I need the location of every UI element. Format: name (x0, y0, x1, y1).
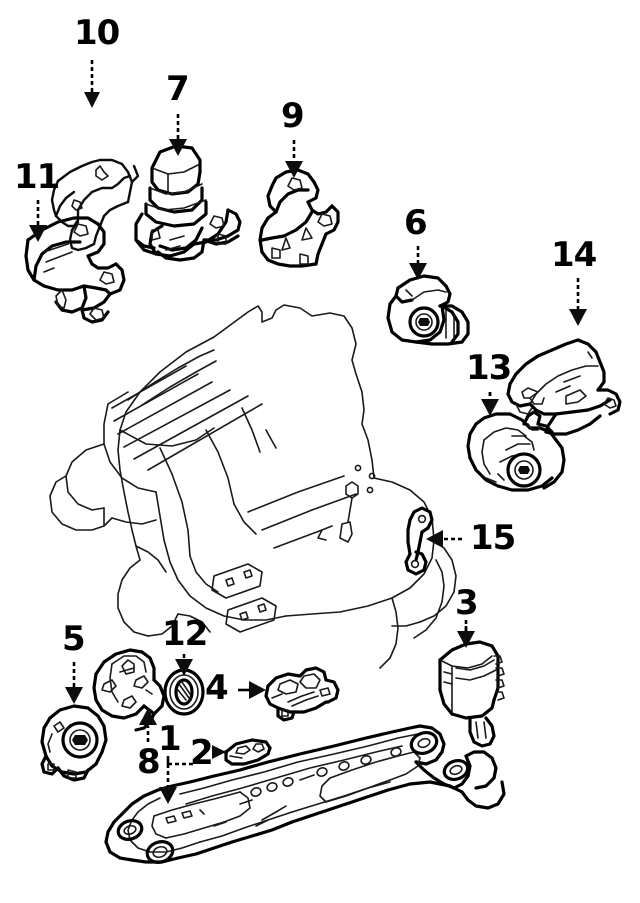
callout-label-13[interactable]: 13 (466, 348, 512, 388)
callout-label-14[interactable]: 14 (551, 235, 597, 275)
part-left-support-bracket (92, 648, 166, 732)
callout-label-4[interactable]: 4 (205, 668, 229, 708)
part-transmission-side-bracket (24, 216, 126, 324)
part-engine-subframe-crossmember (104, 724, 506, 864)
part-upper-engine-insulator-assembly (134, 144, 242, 262)
callout-label-8[interactable]: 8 (137, 742, 161, 782)
part-front-insulator-bushing (40, 704, 108, 782)
callout-label-15[interactable]: 15 (470, 518, 516, 558)
part-rear-transmission-insulator (466, 410, 566, 492)
part-small-bracket-plate (224, 738, 272, 766)
part-rear-roll-stopper-insulator (386, 274, 470, 346)
callout-label-7[interactable]: 7 (166, 69, 190, 109)
callout-label-1[interactable]: 1 (158, 719, 182, 759)
callout-label-6[interactable]: 6 (404, 203, 428, 243)
part-engine-side-mounting-bracket (258, 168, 340, 268)
callout-label-2[interactable]: 2 (190, 733, 214, 773)
part-center-member-bracket (264, 666, 340, 722)
callout-label-9[interactable]: 9 (281, 96, 305, 136)
callout-label-5[interactable]: 5 (62, 619, 86, 659)
part-mount-washer-spacer (163, 668, 205, 716)
callout-label-11[interactable]: 11 (14, 157, 60, 197)
callout-label-10[interactable]: 10 (74, 13, 120, 53)
part-upper-stay-bracket (50, 158, 140, 252)
part-torque-rod-link (404, 506, 434, 576)
callout-leaders (29, 60, 587, 804)
part-transmission-mount-block (438, 640, 505, 748)
callout-label-12[interactable]: 12 (162, 614, 208, 654)
engine-and-transaxle-assembly (49, 304, 457, 669)
callout-label-3[interactable]: 3 (455, 583, 479, 623)
